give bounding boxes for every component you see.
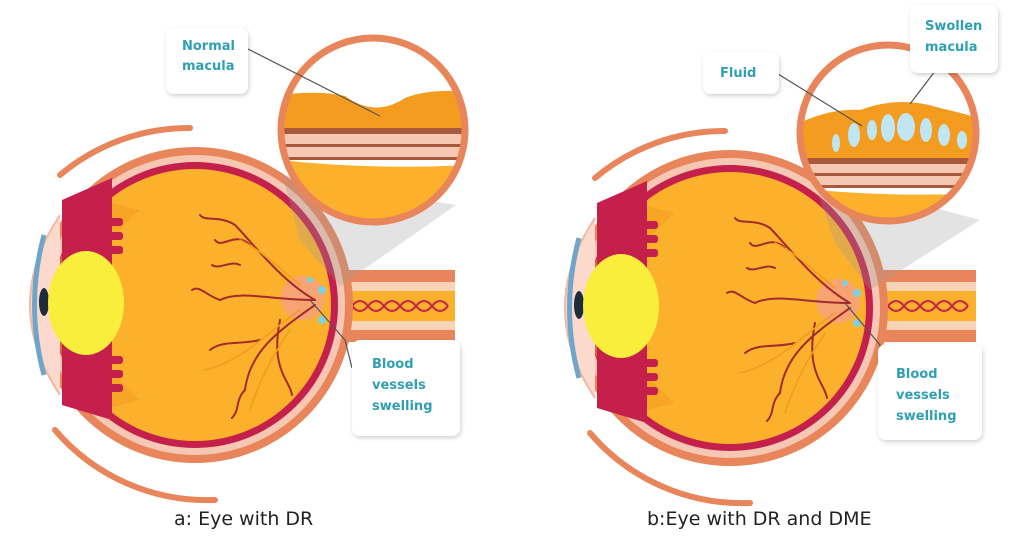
label-fluid: Fluid (703, 52, 779, 94)
label-normal-macula-line1: Normal (182, 39, 235, 54)
label-swollen-macula-line2: macula (925, 40, 978, 55)
label-swollen-macula-line1: Swollen (925, 19, 982, 34)
label-blood-vessels-a-line2: vessels (372, 378, 426, 393)
label-normal-macula-line2: macula (182, 59, 235, 74)
label-blood-vessels-b-line2: vessels (896, 388, 950, 403)
label-blood-vessels-b: Blood vessels swelling (878, 344, 982, 440)
label-blood-vessels-a-line3: swelling (372, 399, 433, 414)
caption-panel-a: a: Eye with DR (174, 508, 313, 530)
label-blood-vessels-b-line1: Blood (896, 367, 938, 382)
caption-panel-b: b:Eye with DR and DME (647, 508, 871, 530)
label-blood-vessels-b-line3: swelling (896, 409, 957, 424)
label-blood-vessels-a-line1: Blood (372, 357, 414, 372)
label-fluid-line1: Fluid (720, 66, 756, 81)
label-normal-macula: Normal macula (166, 28, 248, 94)
label-swollen-macula: Swollen macula (910, 5, 998, 73)
label-blood-vessels-a: Blood vessels swelling (352, 340, 460, 436)
